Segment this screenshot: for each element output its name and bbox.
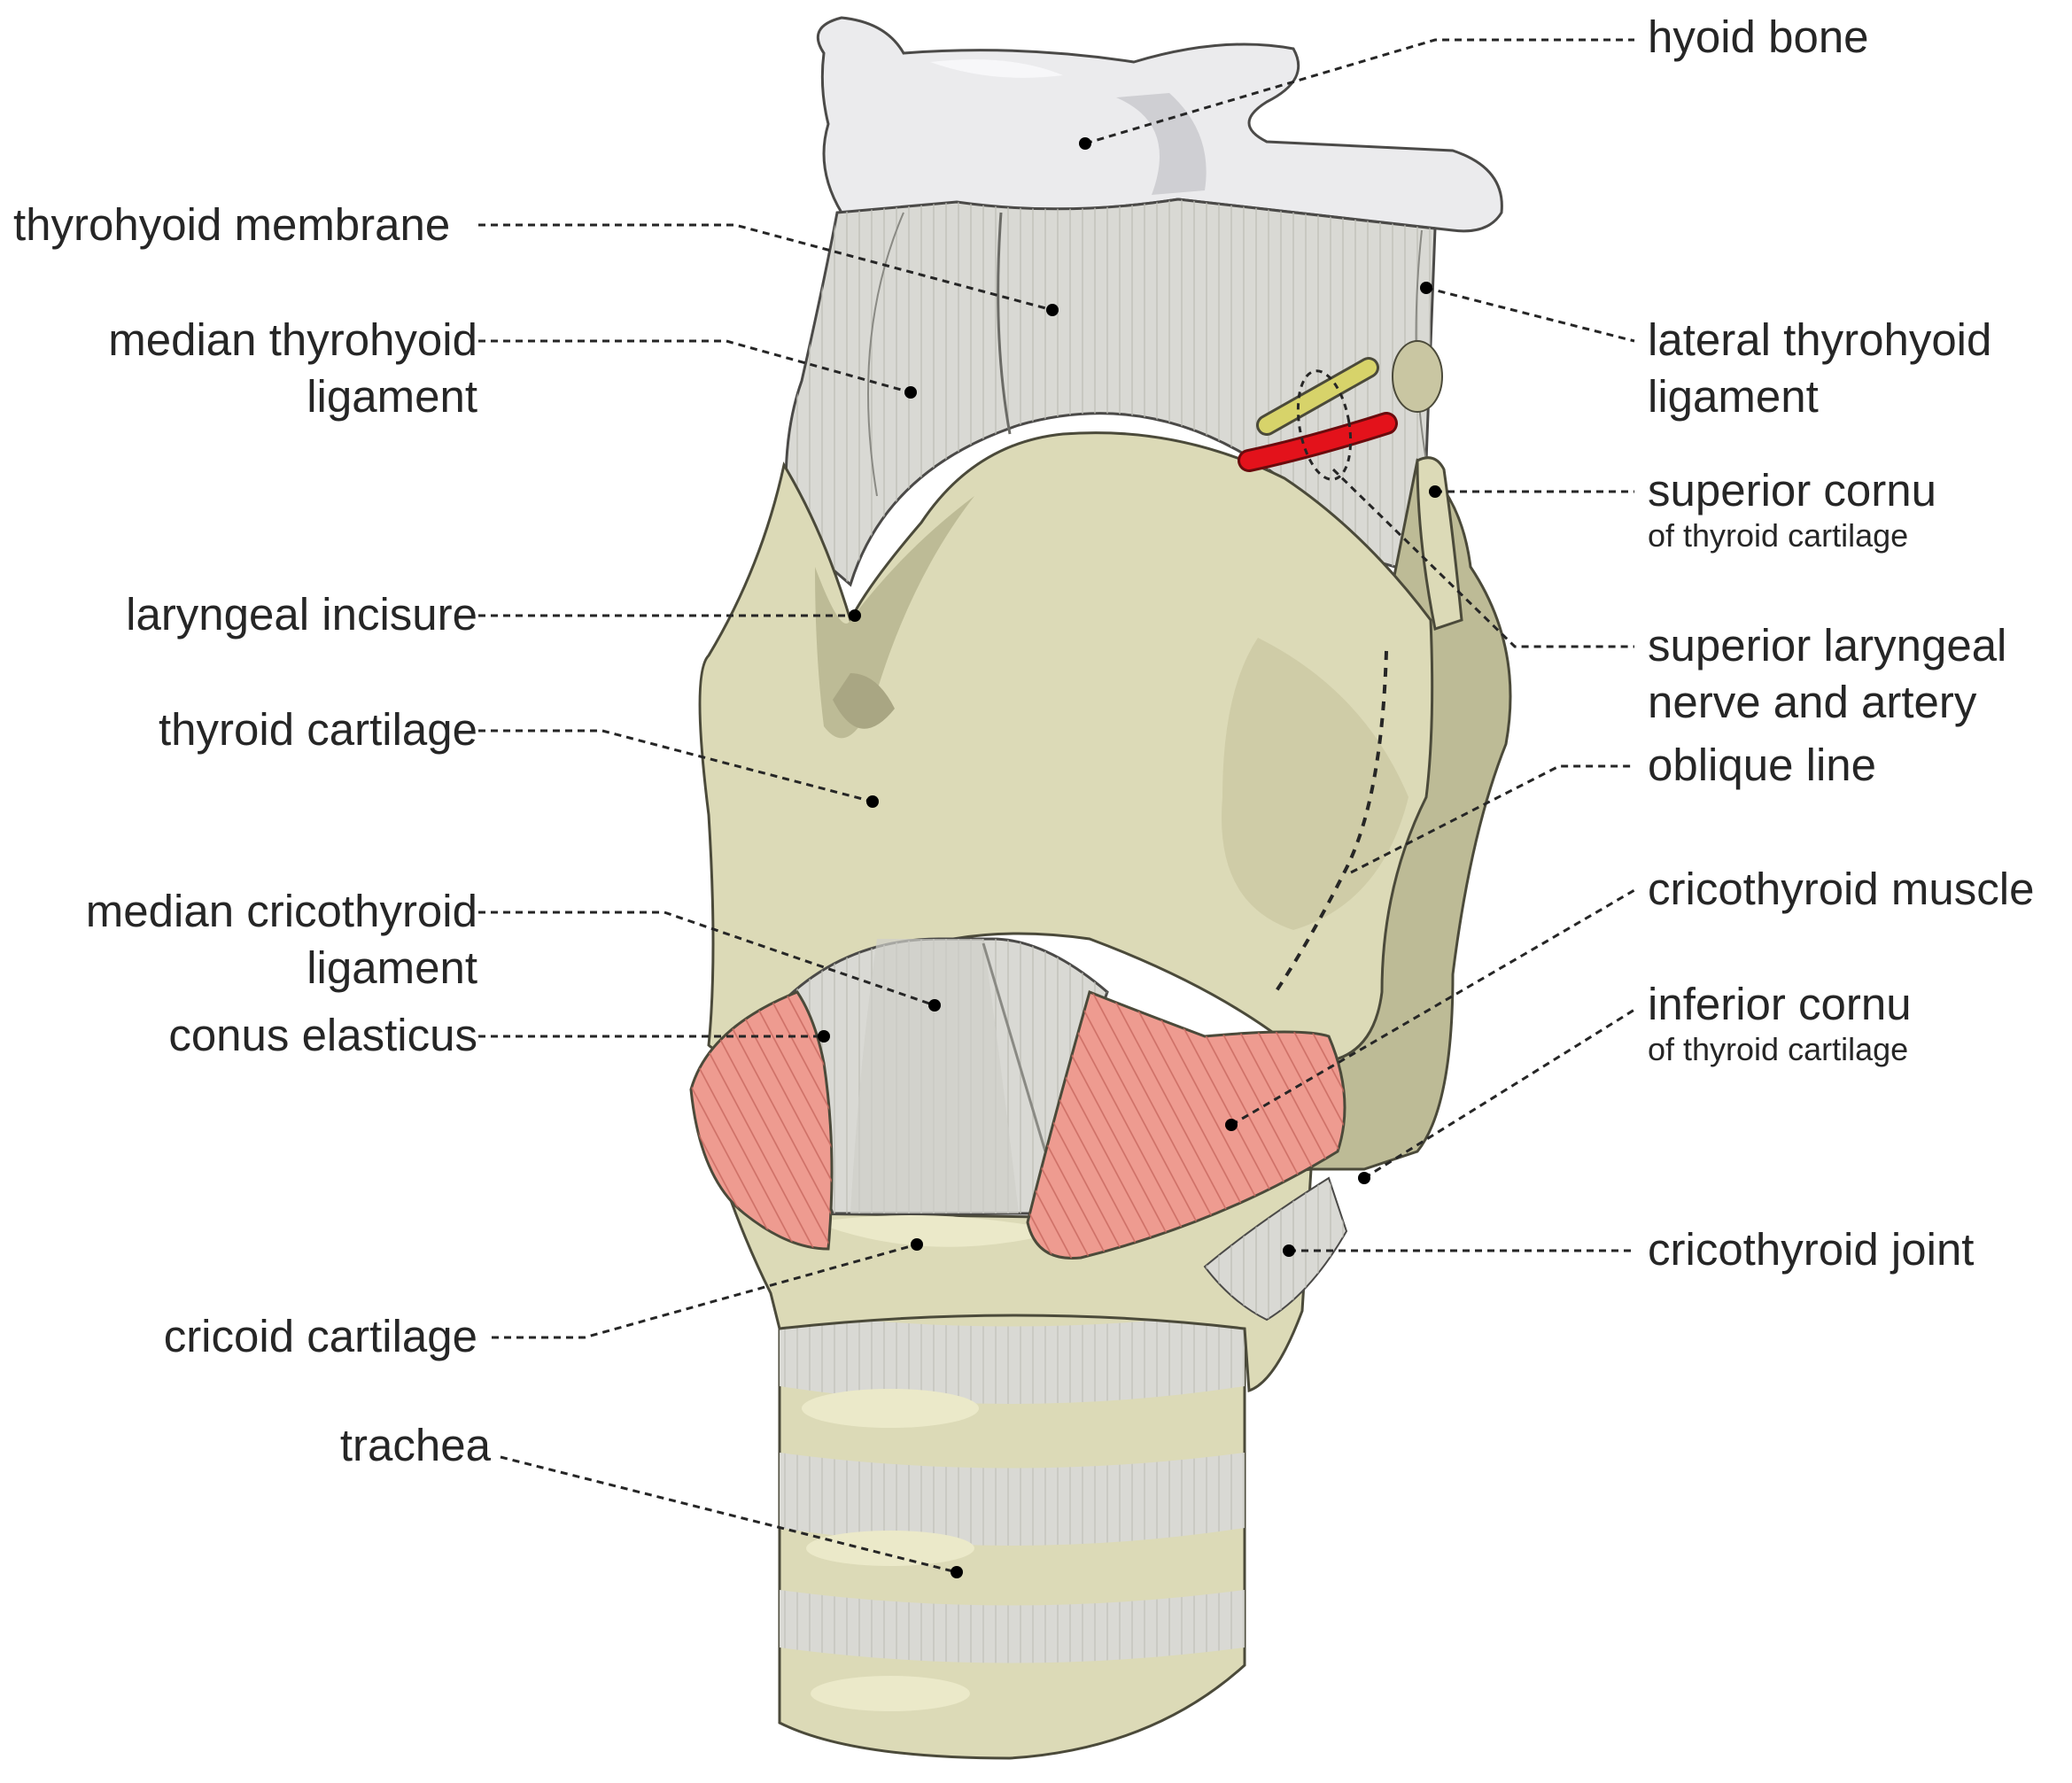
label-superior-laryngeal: superior laryngeal nerve and artery [1648, 617, 2006, 731]
label-cricothyroid-joint: cricothyroid joint [1648, 1221, 1974, 1278]
label-cricothyroid-muscle-text: cricothyroid muscle [1648, 864, 2035, 914]
label-median-cricothyroid-ligament: median cricothyroid ligament [86, 883, 477, 996]
label-thyroid-cartilage-text: thyroid cartilage [158, 704, 477, 755]
label-lateral-thyrohyoid-ligament: lateral thyrohyoid ligament [1648, 312, 1991, 425]
leader-median-thyrohyoid-ligament [478, 339, 912, 394]
leader-cricothyroid-muscle [1230, 888, 1635, 1127]
label-oblique-line-text: oblique line [1648, 740, 1877, 790]
label-cricothyroid-joint-text: cricothyroid joint [1648, 1224, 1975, 1275]
cricothyroid-muscle-shape [689, 989, 1346, 1260]
leader-dots [818, 137, 1441, 1578]
superior-laryngeal-nerve-artery-shape [1238, 357, 1398, 481]
label-oblique-line: oblique line [1648, 737, 1876, 794]
label-conus-elasticus-text: conus elasticus [168, 1010, 477, 1060]
leader-median-cricothyroid-ligament [478, 911, 935, 1007]
leader-superior-laryngeal [1331, 468, 1634, 648]
leader-thyroid-cartilage [478, 729, 873, 803]
leader-thyrohyoid-membrane [478, 223, 1053, 312]
label-thyrohyoid-membrane-text: thyrohyoid membrane [13, 199, 451, 250]
label-thyrohyoid-membrane: thyrohyoid membrane [13, 197, 450, 253]
label-inferior-cornu-sub: of thyroid cartilage [1648, 1031, 1909, 1067]
cricoid-cartilage-shape [707, 1133, 1313, 1393]
label-superior-cornu-text: superior cornu [1648, 465, 1936, 516]
leader-hyoid-bone [1084, 38, 1634, 145]
label-median-thyrohyoid-line2: ligament [307, 371, 477, 422]
label-hyoid-bone-text: hyoid bone [1648, 12, 1869, 62]
label-inferior-cornu-text: inferior cornu [1648, 979, 1912, 1029]
label-laryngeal-incisure: laryngeal incisure [126, 586, 477, 643]
thyroid-cartilage-shape [698, 431, 1512, 1171]
label-median-cricothyroid-line1: median cricothyroid [85, 886, 477, 936]
trachea-shape [778, 1265, 1246, 1760]
label-superior-cornu: superior cornu of thyroid cartilage [1648, 462, 1936, 553]
label-median-thyrohyoid-ligament: median thyrohyoid ligament [108, 312, 477, 425]
label-trachea-text: trachea [339, 1420, 491, 1470]
leader-oblique-line [1350, 764, 1634, 874]
label-lateral-thyrohyoid-line2: ligament [1648, 371, 1819, 422]
label-cricoid-cartilage: cricoid cartilage [164, 1308, 477, 1365]
label-hyoid-bone: hyoid bone [1648, 9, 1869, 66]
label-median-thyrohyoid-line1: median thyrohyoid [108, 314, 477, 365]
label-conus-elasticus: conus elasticus [168, 1007, 477, 1064]
leader-inferior-cornu [1363, 1008, 1635, 1180]
leader-trachea [500, 1455, 958, 1574]
label-median-cricothyroid-line2: ligament [307, 942, 477, 993]
label-trachea: trachea [340, 1417, 491, 1474]
label-inferior-cornu: inferior cornu of thyroid cartilage [1648, 976, 1912, 1066]
leader-lines [478, 38, 1635, 1574]
cricothyroid-joint-shape [1203, 1176, 1348, 1322]
label-cricothyroid-muscle: cricothyroid muscle [1648, 861, 2034, 918]
label-superior-laryngeal-line1: superior laryngeal [1648, 620, 2007, 671]
leader-cricoid-cartilage [492, 1243, 918, 1339]
cricothyroid-membrane-shape [751, 937, 1109, 1215]
thyrohyoid-membrane-shape [784, 198, 1443, 587]
label-superior-laryngeal-line2: nerve and artery [1648, 677, 1977, 727]
label-laryngeal-incisure-text: laryngeal incisure [126, 589, 477, 640]
label-cricoid-cartilage-text: cricoid cartilage [163, 1311, 477, 1361]
label-lateral-thyrohyoid-line1: lateral thyrohyoid [1648, 314, 1992, 365]
label-thyroid-cartilage: thyroid cartilage [159, 702, 477, 758]
label-superior-cornu-sub: of thyroid cartilage [1648, 517, 1909, 554]
leader-lateral-thyrohyoid-ligament [1425, 286, 1635, 343]
